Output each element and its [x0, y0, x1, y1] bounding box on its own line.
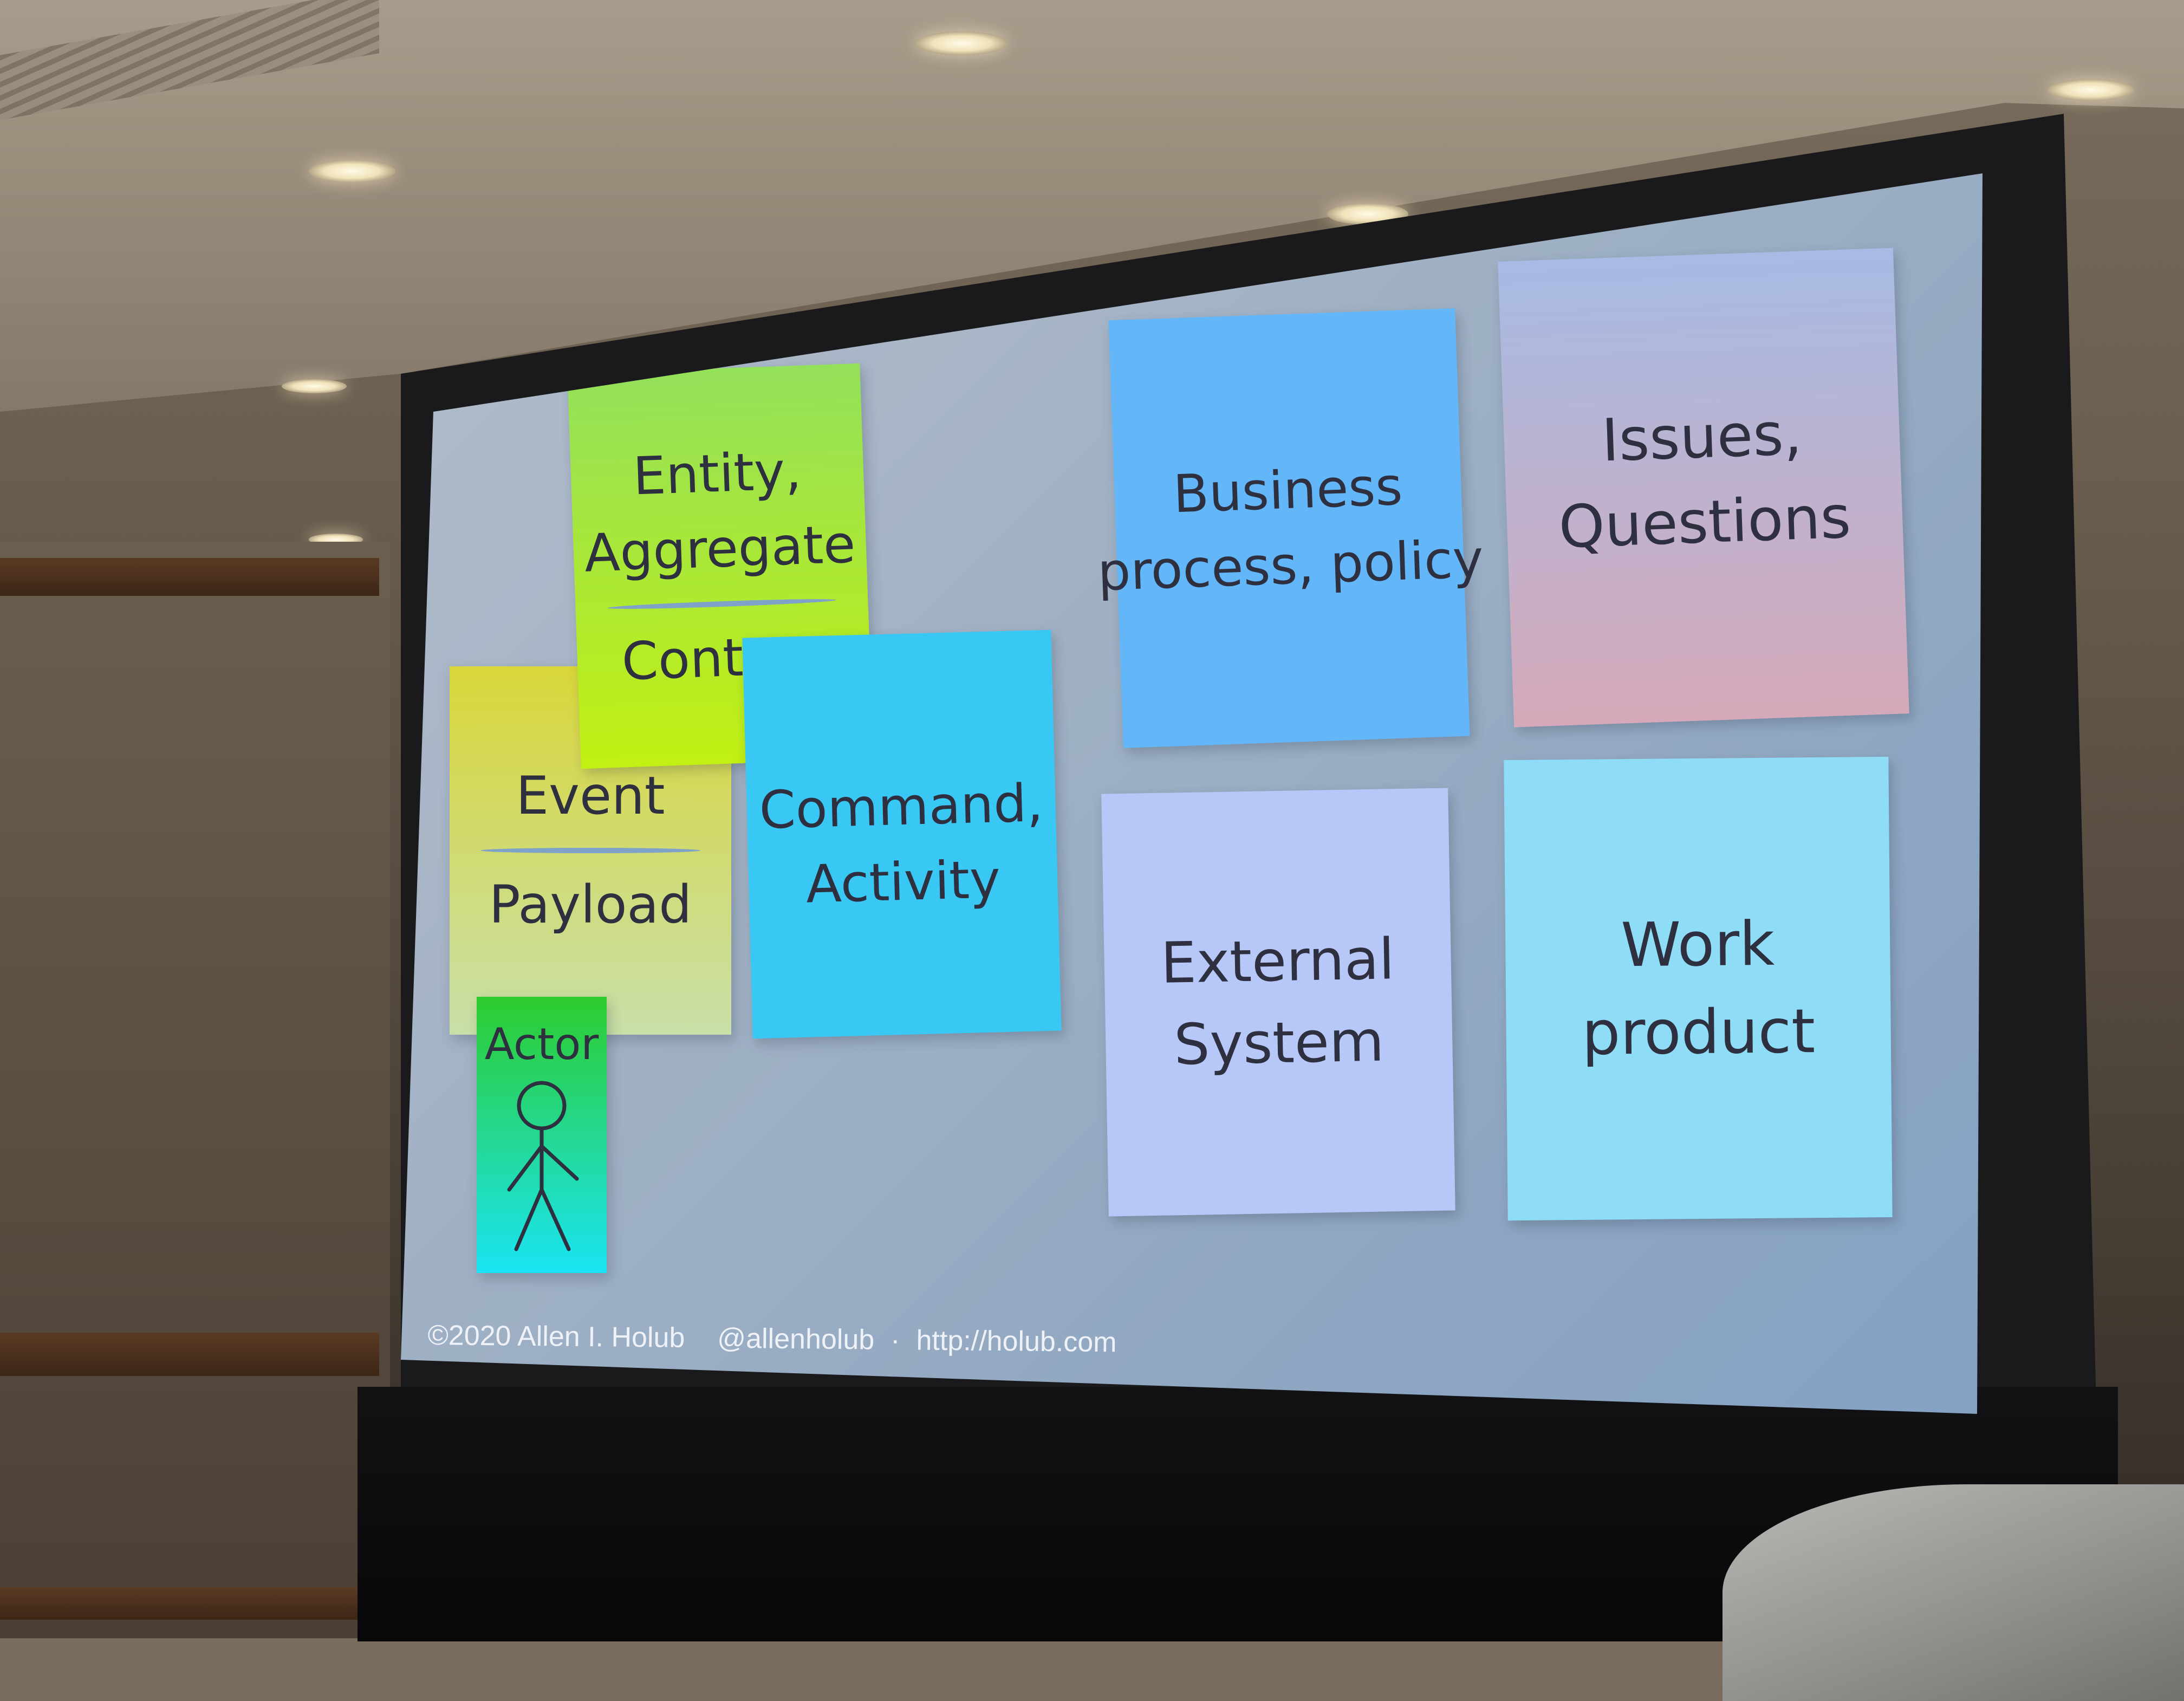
business-label: Business	[1172, 456, 1404, 525]
product-label: product	[1581, 996, 1816, 1069]
activity-label: Activity	[805, 849, 1002, 915]
ceiling-light	[282, 379, 347, 393]
ceiling-light	[309, 160, 395, 183]
slide-footer: ©2020 Allen I. Holub @allenholub · http:…	[427, 1311, 1186, 1368]
questions-label: Questions	[1557, 483, 1852, 561]
air-vent	[0, 0, 379, 120]
entity-label: Entity,	[632, 440, 803, 507]
actor-note: Actor	[477, 997, 607, 1273]
wall-trim	[0, 1587, 379, 1620]
system-label: System	[1173, 1008, 1385, 1078]
ceiling-light	[2047, 79, 2134, 101]
business-process-note: Business process, policy	[1096, 308, 1484, 748]
entity-divider	[607, 597, 836, 611]
stick-figure-icon	[507, 1081, 579, 1251]
website-url: http://holub.com	[916, 1325, 1117, 1359]
footer-separator: ·	[890, 1324, 900, 1356]
left-wall	[0, 542, 390, 1638]
process-policy-label: process, policy	[1096, 528, 1485, 603]
audience-shoulder	[1722, 1484, 2184, 1701]
actor-label: Actor	[484, 1019, 599, 1069]
wall-trim	[0, 1333, 379, 1376]
wall-trim	[0, 558, 379, 596]
event-divider	[480, 848, 700, 854]
work-product-note: Work product	[1504, 756, 1893, 1221]
command-note: Command, Activity	[742, 629, 1062, 1039]
copyright-text: ©2020 Allen I. Holub	[427, 1319, 685, 1354]
payload-label: Payload	[489, 874, 692, 936]
external-system-note: External System	[1101, 788, 1455, 1217]
event-label: Event	[516, 765, 665, 826]
aggregate-label: Aggregate	[583, 514, 856, 585]
command-label: Command,	[758, 772, 1044, 841]
projected-slide: Event Payload Entity, Aggregate Context …	[401, 173, 1982, 1414]
ceiling-light	[915, 31, 1007, 55]
work-label: Work	[1620, 908, 1775, 981]
twitter-handle: @allenholub	[717, 1322, 875, 1356]
external-label: External	[1160, 926, 1395, 996]
issues-label: Issues,	[1600, 400, 1803, 475]
issues-note: Issues, Questions	[1498, 248, 1909, 728]
